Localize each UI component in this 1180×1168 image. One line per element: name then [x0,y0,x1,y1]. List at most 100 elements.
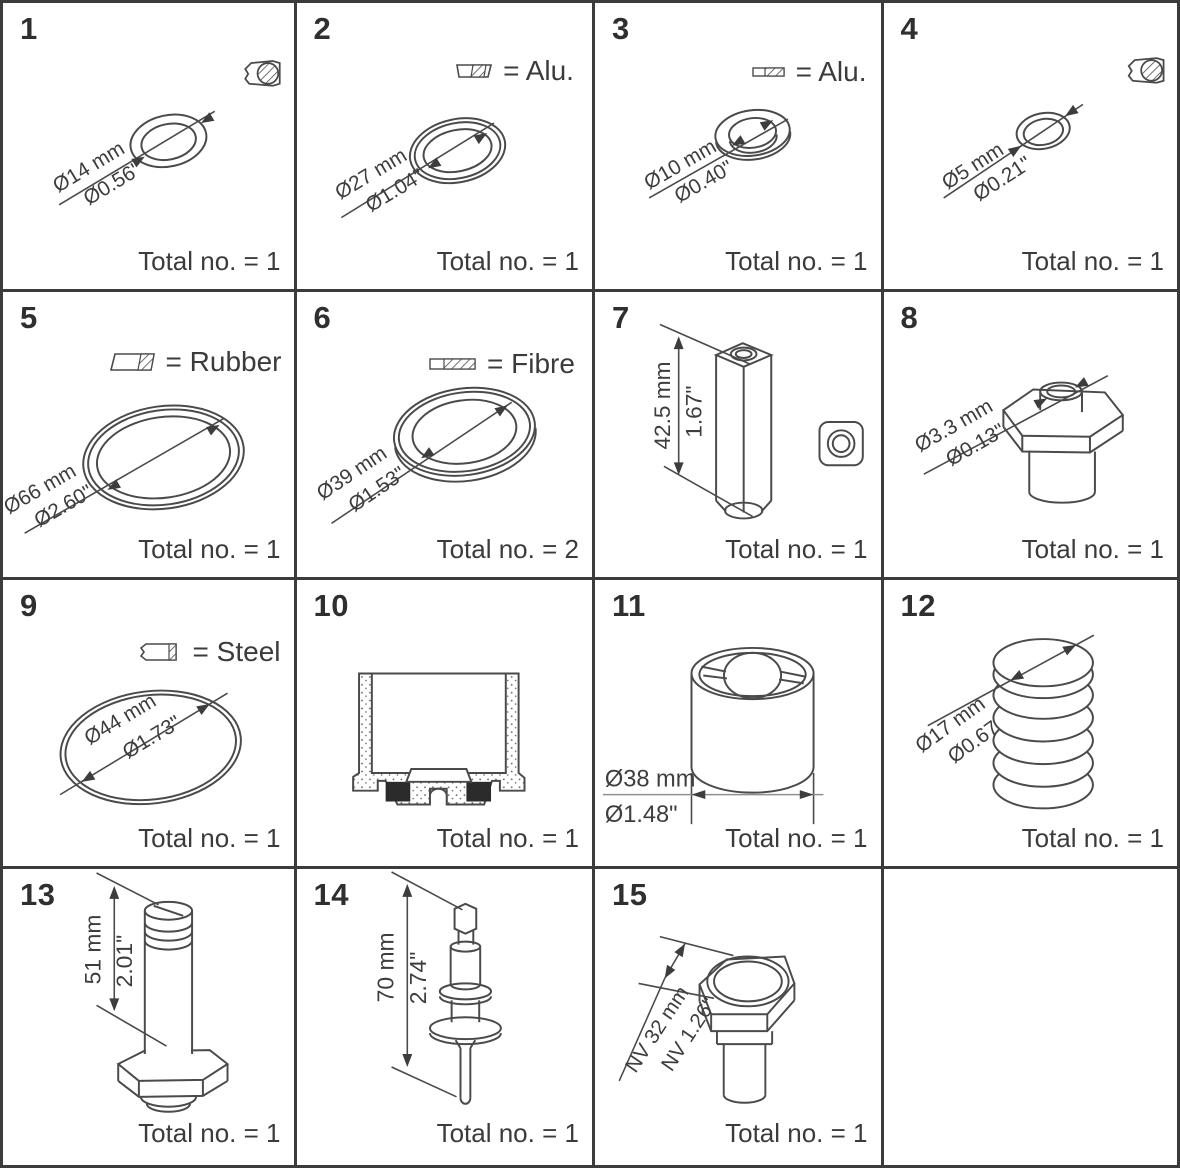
dimension-arrows [1032,376,1089,409]
drawing-alu-washer-small: Ø10 mm Ø0.40" [640,108,792,208]
dimension-label: Ø3.3 mm Ø0.13" [910,394,1008,470]
dimension-arrows [1007,104,1079,157]
drawing-coil-spring: Ø17 mm Ø0.67 [911,634,1094,810]
material-label: = Fibre [487,347,575,379]
svg-text:Ø1.48": Ø1.48" [605,802,678,828]
part-number: 13 [20,876,56,912]
total-count: Total no. = 1 [138,1118,281,1148]
part-number: 11 [611,588,646,624]
total-count: Total no. = 1 [436,822,579,853]
part-number: 10 [313,588,349,624]
dimension-arrows [420,404,508,458]
drawing-pilot-bolt: 51 mm 2.01" [80,871,230,1113]
gasket-cross-section-icon [244,60,281,87]
total-count: Total no. = 1 [138,534,281,565]
part-cell-6: 6 = Fibre Ø39 m [296,291,595,581]
dimension-arrows [401,883,412,1067]
part-number: 7 [611,299,630,335]
drawing-rubber-oring: Ø66 mm Ø2.60" [3,403,245,534]
svg-text:51 mm: 51 mm [80,914,106,984]
part-number: 9 [20,588,38,624]
total-count: Total no. = 1 [1021,534,1164,565]
dimension-label: 70 mm 2.74" [372,932,430,1004]
svg-text:42.5 mm: 42.5 mm [650,361,675,449]
drawing-alu-washer: Ø27 mm Ø1.04" [331,117,506,219]
part-number: 2 [313,11,332,46]
drawing-fibre-gasket: Ø39 mm Ø1.53" [312,386,537,524]
dimension-arrows [131,112,215,168]
part-cell-14: 14 [296,868,595,1165]
part-number: 15 [611,876,648,912]
total-count: Total no. = 1 [138,245,281,276]
spring-coils [991,638,1094,810]
material-label: = Alu. [795,56,867,87]
part-cell-15: 15 [594,868,884,1165]
dimension-arrows [731,120,774,146]
svg-text:70 mm: 70 mm [372,932,398,1002]
total-count: Total no. = 2 [436,534,579,565]
drawing-steel-ring: Ø44 mm Ø1.73" [59,689,242,806]
svg-text:2.74": 2.74" [405,951,431,1004]
part-cell-7: 7 [594,291,884,581]
drawing-piston-cylinder: Ø38 mm Ø1.48" [602,646,824,828]
part-cell-1: 1 Ø14 mm Ø0.56" Total no. = 1 [3,3,297,292]
gasket-cross-section-icon [1127,57,1164,84]
part-number: 6 [313,299,332,335]
material-legend: = Fibre [429,348,575,380]
dimension-arrows [81,704,210,782]
part-cell-5: 5 = Rubber Ø66 mm [3,291,297,581]
svg-text:2.01": 2.01" [111,934,137,987]
total-count: Total no. = 1 [1021,245,1164,276]
part-cell-8: 8 Ø3.3 m [883,291,1177,581]
dimension-arrows [109,885,120,1011]
material-legend: = Alu. [453,55,574,87]
drawing-hex-plug: NV 32 mm NV 1.26" [618,935,796,1104]
part-number: 14 [313,876,349,912]
part-number: 8 [900,299,919,335]
dimension-arrows [427,132,487,169]
part-cell-11: 11 Ø38 mm Ø [594,580,884,869]
steel-cross-section-icon [139,643,177,661]
material-label: = Rubber [165,345,282,377]
part-cell-9: 9 = Steel Ø44 mm Ø1.73" [3,580,297,869]
dimension-arrows [1009,644,1076,681]
fibre-cross-section-icon [429,357,476,370]
material-legend: = Rubber [108,346,282,378]
part-number: 4 [900,11,919,46]
dimension-label: 42.5 mm 1.67" [650,361,707,449]
dimension-arrows [107,424,220,490]
total-count: Total no. = 1 [138,822,281,853]
rubber-cross-section-icon [109,352,155,371]
svg-text:Ø38 mm: Ø38 mm [605,767,696,793]
dimension-label: Ø38 mm Ø1.48" [605,767,696,828]
dimension-arrows [664,943,685,978]
dimension-label: 51 mm 2.01" [80,914,137,987]
material-label: = Alu. [503,55,574,86]
total-count: Total no. = 1 [1021,822,1164,853]
part-cell-4: 4 Ø5 mm Ø0.21" Total no. = 1 [883,3,1177,292]
part-number: 1 [20,11,38,46]
cap-body-section [351,672,525,806]
total-count: Total no. = 1 [725,822,868,853]
part-cell-3: 3 = Alu. Ø10 mm [594,3,884,292]
total-count: Total no. = 1 [725,534,868,565]
material-legend: = Alu. [751,56,867,88]
part-number: 3 [611,11,630,46]
dimension-label: NV 32 mm NV 1.26" [621,981,721,1076]
dimension-arrows [673,335,684,475]
drawing-valve-stem: 70 mm 2.74" [372,870,502,1105]
drawing-gasket-ring-small: Ø5 mm Ø0.21" [937,57,1164,206]
part-cell-12: 12 Ø17 mm Ø0.67 Total no. = 1 [883,580,1177,869]
empty-cell [883,868,1177,1165]
part-cell-2: 2 = Alu. Ø27 mm Ø1 [296,3,595,292]
drawing-gasket-ring: Ø14 mm Ø0.56" [49,60,281,210]
drawing-diaphragm-cap-section [351,672,525,806]
drawing-hex-nozzle: Ø3.3 mm Ø0.13" [910,374,1124,504]
total-count: Total no. = 1 [725,245,868,276]
svg-text:1.67": 1.67" [681,385,706,437]
part-cell-10: 10 Total no. = 1 [296,580,595,869]
material-legend: = Steel [137,636,281,668]
alu-cross-section-icon [456,64,493,78]
part-number: 5 [20,299,38,335]
material-label: = Steel [192,636,281,668]
